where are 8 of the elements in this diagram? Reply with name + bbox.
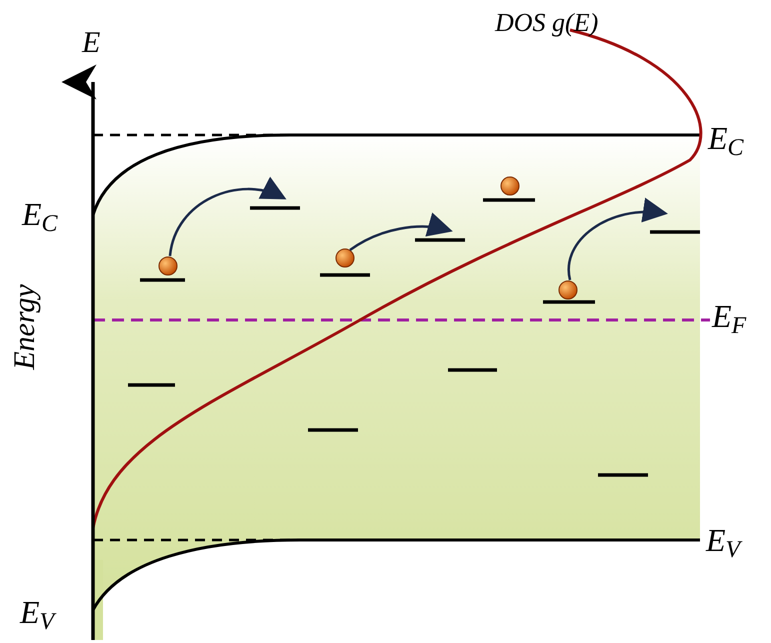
axis-label: Energy — [10, 284, 40, 370]
axis-label: E$_{V}$ — [706, 524, 740, 556]
axis-label: E$_{V}$ — [20, 596, 54, 628]
axis-label: E — [82, 28, 100, 58]
axis-label: E$_{C}$ — [708, 122, 744, 154]
axis-label: E$_{C}$ — [22, 198, 58, 230]
axis-label: DOS g(E) — [495, 10, 598, 36]
axis-label: E$_{F}$ — [712, 300, 746, 332]
